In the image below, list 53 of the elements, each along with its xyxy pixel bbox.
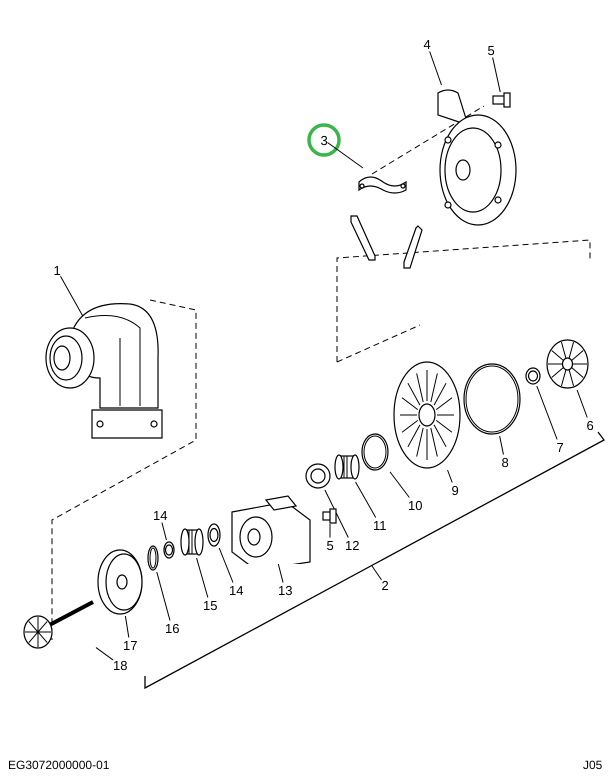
ring-drawing xyxy=(524,366,542,386)
page-code: J05 xyxy=(583,758,602,772)
callout-number: 13 xyxy=(278,582,292,598)
washer-drawing xyxy=(304,462,332,490)
callout-number: 17 xyxy=(123,638,138,652)
callout-number: 18 xyxy=(113,658,128,672)
leader-line xyxy=(492,57,501,92)
leader-line xyxy=(196,558,208,598)
backplate-drawing xyxy=(392,360,462,470)
o-ring-drawing xyxy=(462,362,522,436)
callout-number: 1 xyxy=(54,262,61,278)
leader-line xyxy=(161,522,167,540)
leader-line xyxy=(96,647,114,660)
leader-line xyxy=(447,470,453,483)
leader-line xyxy=(429,51,442,86)
callout-number: 16 xyxy=(165,620,180,636)
callout-number: 10 xyxy=(408,498,422,512)
sleeve-drawing xyxy=(334,452,360,482)
o-ring-drawing xyxy=(360,432,390,472)
bolt-drawing xyxy=(322,508,338,524)
callout-number: 14 xyxy=(229,582,244,598)
bolt-drawing xyxy=(492,92,512,108)
leader-line xyxy=(372,566,382,580)
ring-drawing xyxy=(206,522,222,548)
leader-line xyxy=(218,548,234,583)
callout-number: 11 xyxy=(373,518,386,532)
callout-number: 14 xyxy=(153,508,168,522)
ring-drawing xyxy=(146,544,160,572)
callout-number: 4 xyxy=(424,36,431,52)
callout-number: 6 xyxy=(586,418,594,432)
leader-line xyxy=(278,564,284,583)
callout-number: 3 xyxy=(320,132,328,148)
compressor-wheel-drawing xyxy=(545,338,590,390)
callout-number: 7 xyxy=(556,440,564,454)
leader-line xyxy=(390,471,410,498)
callout-number: 2 xyxy=(382,578,389,592)
leader-line xyxy=(576,390,588,418)
callout-number: 5 xyxy=(488,42,495,58)
leader-line xyxy=(536,386,558,440)
callout-number: 5 xyxy=(326,538,334,552)
leader-line xyxy=(124,616,130,638)
leader-line xyxy=(156,572,170,621)
callout-number: 15 xyxy=(203,598,218,612)
drawing-number: EG3072000000-01 xyxy=(8,758,110,772)
leader-line xyxy=(499,436,504,455)
bearing-drawing xyxy=(180,526,204,558)
callout-number: 8 xyxy=(502,454,509,470)
disk-drawing xyxy=(96,548,144,616)
callout-number: 9 xyxy=(452,482,459,498)
ring-drawing xyxy=(162,540,176,560)
leader-line xyxy=(355,482,376,518)
leader-line xyxy=(324,490,349,538)
callout-number: 12 xyxy=(345,538,360,552)
